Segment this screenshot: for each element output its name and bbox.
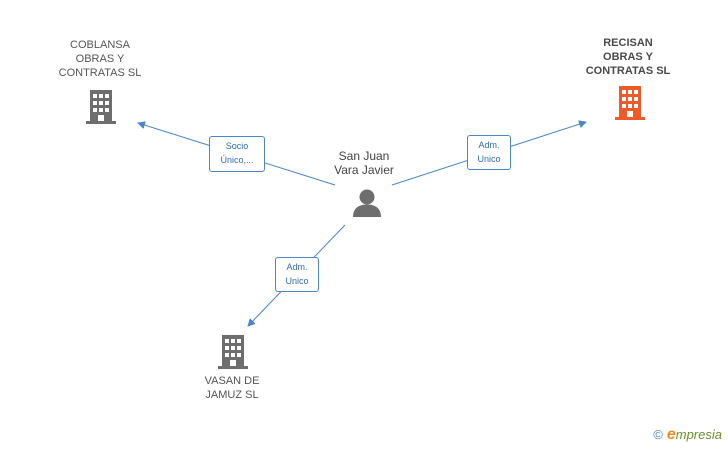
building-icon[interactable] xyxy=(218,335,248,369)
building-icon-highlighted[interactable] xyxy=(615,86,645,120)
brand-initial: e xyxy=(666,426,676,443)
company-label-coblansa[interactable]: COBLANSA OBRAS Y CONTRATAS SL xyxy=(58,39,142,79)
person-label[interactable]: San Juan Vara Javier xyxy=(334,149,394,177)
building-icon[interactable] xyxy=(86,90,116,124)
brand-name: mpresia xyxy=(675,427,722,442)
empresia-logo[interactable]: ©empresia xyxy=(653,426,722,444)
copyright-symbol: © xyxy=(653,427,663,442)
person-icon[interactable] xyxy=(352,189,382,217)
edge-label-to-coblansa[interactable]: Socio Único,... xyxy=(209,136,265,172)
edge-label-to-vasan[interactable]: Adm. Unico xyxy=(275,257,319,292)
company-label-vasan[interactable]: VASAN DE JAMUZ SL xyxy=(204,375,260,401)
company-label-recisan[interactable]: RECISAN OBRAS Y CONTRATAS SL xyxy=(585,37,671,77)
edge-label-to-recisan[interactable]: Adm. Unico xyxy=(467,135,511,170)
